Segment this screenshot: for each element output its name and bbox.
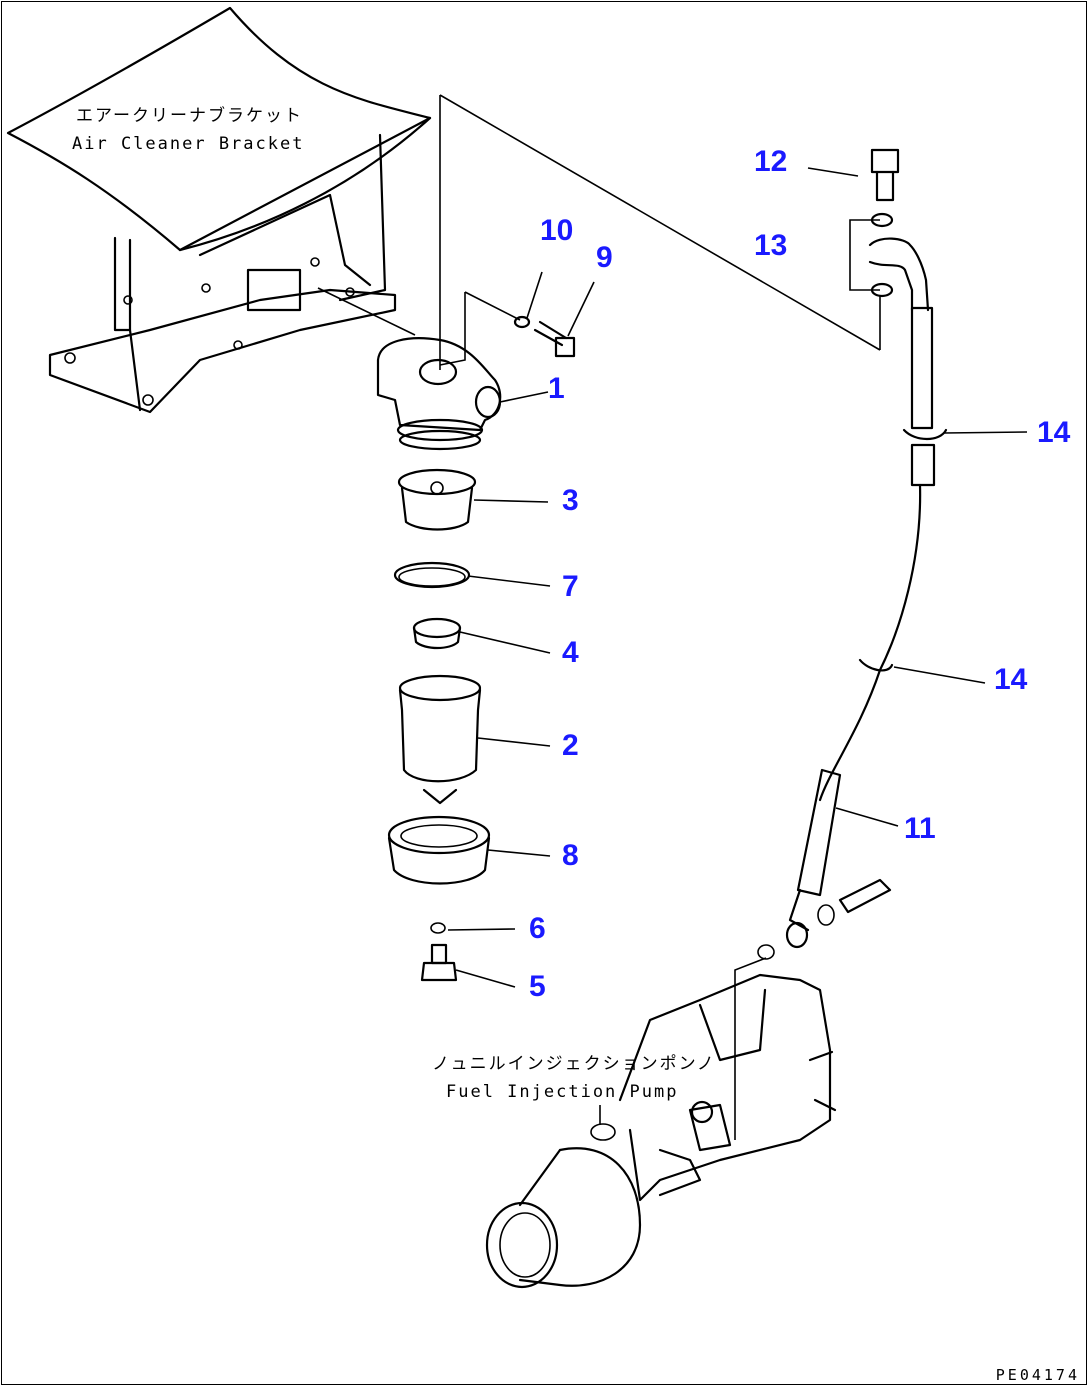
callout-7-text: 7 [562, 570, 579, 603]
callout-13: 13 [754, 231, 787, 261]
callout-4: 4 [562, 638, 579, 668]
injection-pump-label-jp: ノュニルインジェクションポンノ [432, 1054, 716, 1074]
callout-3: 3 [562, 486, 579, 516]
washer [513, 315, 531, 329]
callout-6: 6 [529, 914, 546, 944]
reference-lines [317, 94, 881, 370]
air-cleaner-bracket-label-jp: エアークリーナブラケット [76, 106, 303, 126]
callout-13-text: 13 [754, 229, 788, 262]
callout-10: 10 [540, 216, 573, 246]
callout-11: 11 [904, 814, 936, 844]
small-o-ring [430, 922, 446, 934]
fuel-injection-pump [485, 973, 837, 1289]
callout-1: 1 [548, 374, 565, 404]
callout-14-upper: 14 [1037, 418, 1070, 448]
o-ring [393, 561, 471, 589]
callout-14-lower: 14 [994, 665, 1027, 695]
packing [412, 617, 462, 650]
air-cleaner-bracket [6, 6, 432, 414]
callout-6-text: 6 [529, 912, 546, 945]
callout-1-text: 1 [548, 372, 565, 405]
injection-pump-label-en: Fuel Injection Pump [446, 1082, 679, 1102]
callout-14-upper-text: 14 [1037, 416, 1071, 449]
element-cup [397, 468, 477, 531]
bolt-9 [533, 320, 576, 358]
callout-8-text: 8 [562, 839, 579, 872]
callout-5-text: 5 [529, 970, 546, 1003]
callout-11-text: 11 [904, 812, 936, 845]
callout-5: 5 [529, 972, 546, 1002]
callout-7: 7 [562, 572, 579, 602]
filter-head [376, 337, 502, 451]
bolt-12 [870, 148, 900, 202]
air-cleaner-bracket-label-en: Air Cleaner Bracket [72, 134, 305, 154]
callout-2-text: 2 [562, 729, 579, 762]
callout-4-text: 4 [562, 636, 579, 669]
callout-14-lower-text: 14 [994, 663, 1028, 696]
callout-2: 2 [562, 731, 579, 761]
filter-bowl [398, 674, 482, 805]
callout-3-text: 3 [562, 484, 579, 517]
callout-9-text: 9 [596, 241, 613, 274]
callout-9: 9 [596, 243, 613, 273]
ring-nut [387, 815, 491, 885]
document-id: PE04174 [995, 1366, 1080, 1384]
callout-12-text: 12 [754, 145, 788, 178]
leader-lines [447, 167, 1028, 988]
callout-12: 12 [754, 147, 787, 177]
callout-8: 8 [562, 841, 579, 871]
gasket-bracket [849, 219, 880, 291]
drain-plug [420, 943, 458, 982]
fuel-hose [734, 237, 948, 1140]
callout-10-text: 10 [540, 214, 574, 247]
